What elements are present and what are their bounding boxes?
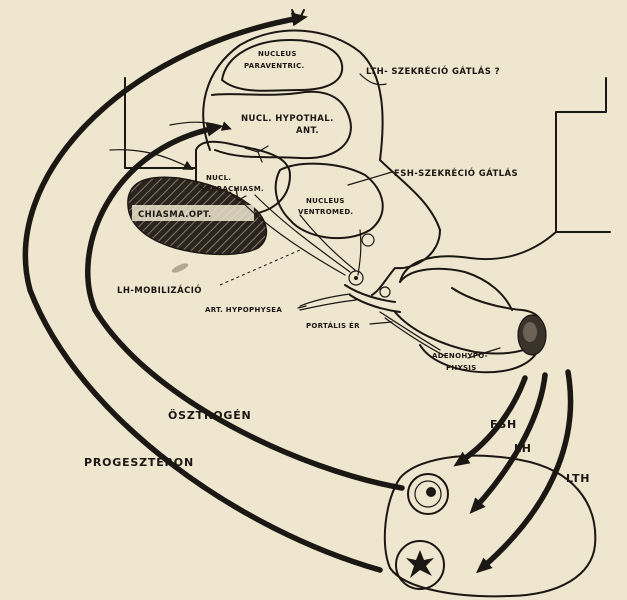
fsh-leader-line [348, 172, 392, 185]
chiasma-opt-label: CHIASMA.OPT. [138, 210, 212, 220]
art-hypophysea-label: ART. HYPOPHYSEA [205, 306, 282, 314]
nucleus-ventromed-label-line2: VENTROMED. [298, 208, 353, 216]
pars-intermedia-core [523, 322, 537, 342]
art-hypophysea-leader-line [298, 306, 306, 308]
neural-fiber-3 [300, 215, 355, 270]
nucleus-paraventric-label-line2: PARAVENTRIC. [244, 62, 304, 70]
lh-mobilizacio-label: LH-MOBILIZÁCIÓ [117, 284, 202, 296]
nucl-suprachiasm-label-line2: SUPRACHIASM. [200, 185, 264, 193]
lh-label: LH [514, 442, 532, 455]
adenohypophysis-label-line2: PHYSIS [446, 364, 477, 372]
nucl-hypothal-ant-label-line1: NUCL. HYPOTHAL. [241, 114, 334, 124]
portal-vessel-1 [380, 312, 440, 350]
follicle-oocyte [426, 487, 436, 497]
art-hypophysea-vessel-1 [300, 294, 350, 306]
art-hypophysea-vessel-2 [300, 300, 356, 310]
nucleus-paraventric-label-line1: NUCLEUS [258, 50, 297, 58]
tissue-outline-right [556, 78, 610, 232]
nucl-hypothal-ant-label-line2: ANT. [296, 126, 319, 136]
hypothal-ant-input-arrow [170, 122, 228, 128]
adenohypophysis-label-line1: ADENOHYPO- [432, 352, 488, 360]
osztrogen-label: ÖSZTROGÉN [168, 408, 252, 422]
pituitary-stalk-outline [400, 232, 556, 282]
portal-vessel-2 [385, 318, 445, 356]
neuron-cell-2-nucleus [354, 276, 358, 280]
progeszteron-label: PROGESZTERON [84, 456, 194, 469]
neural-fiber-2 [255, 195, 350, 272]
neural-fiber-4 [358, 230, 361, 275]
portalis-leader-line [370, 322, 392, 324]
progeszteron-feedback-arrow [25, 18, 380, 570]
lth-szekrecio-label: LTH- SZEKRÉCIÓ GÁTLÁS ? [366, 65, 500, 77]
lth-arrow [482, 372, 571, 568]
nucleus-ventromed-label-line1: NUCLEUS [306, 197, 345, 205]
ink-smudge [171, 261, 190, 274]
nucl-suprachiasm-label-line1: NUCL. [206, 174, 231, 182]
corpus-luteum-star [406, 550, 434, 578]
pituitary-stalk [345, 285, 400, 312]
neuron-cell-1 [362, 234, 374, 246]
nucl-hypothal-ant-shape [212, 92, 351, 158]
fsh-szekrecio-label: FSH-SZEKRÉCIÓ GÁTLÁS [394, 167, 518, 179]
lth-label: LTH [566, 472, 590, 485]
portalis-er-label: PORTÁLIS ÉR [306, 321, 360, 330]
stalk-cell [380, 287, 390, 297]
lh-mobilizacio-leader-line [220, 250, 300, 285]
fsh-label: FSH [490, 418, 517, 431]
